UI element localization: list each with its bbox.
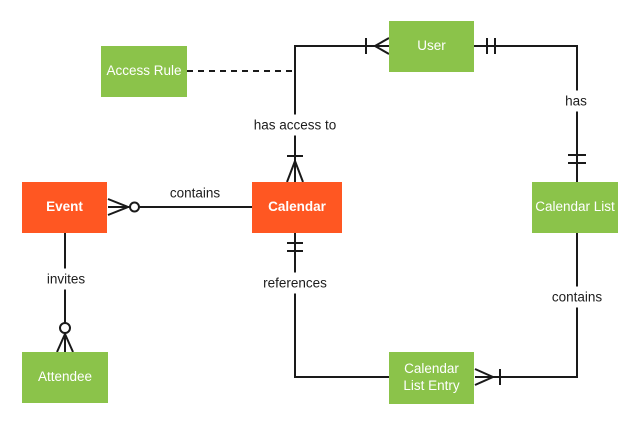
entity-access-rule-label: Access Rule: [106, 63, 182, 79]
cardinality-one-or-many-into-calendar-icon: [286, 155, 304, 183]
entity-calendar-label: Calendar: [268, 199, 326, 215]
relationship-label-invites: invites: [41, 268, 91, 290]
entity-access-rule[interactable]: Access Rule: [101, 46, 187, 97]
relationship-label-contains-event-calendar: contains: [164, 182, 226, 204]
entity-user[interactable]: User: [389, 21, 474, 72]
entity-calendar[interactable]: Calendar: [252, 182, 342, 233]
entity-calendar-list-entry[interactable]: Calendar List Entry: [389, 352, 474, 404]
entity-user-label: User: [417, 38, 446, 54]
cardinality-one-or-many-into-calendar-list-entry-icon: [474, 368, 501, 386]
cardinality-one-or-many-into-user-icon: [365, 37, 390, 55]
relationship-label-references: references: [258, 272, 332, 294]
relationship-label-has: has: [560, 90, 592, 112]
entity-attendee[interactable]: Attendee: [22, 352, 108, 403]
cardinality-zero-or-many-into-event-icon: [107, 198, 140, 216]
relationship-label-has-access-to: has access to: [248, 114, 342, 136]
link-list-entry: [475, 233, 578, 378]
entity-calendar-list[interactable]: Calendar List: [532, 182, 618, 233]
link-calendar-entry: [294, 233, 389, 378]
cardinality-zero-or-many-into-attendee-icon: [56, 322, 74, 353]
entity-event-label: Event: [46, 199, 83, 215]
relationship-label-contains-list-entry: contains: [546, 286, 608, 308]
entity-calendar-list-label: Calendar List: [535, 199, 615, 215]
entity-calendar-list-entry-label: Calendar List Entry: [403, 361, 460, 393]
entity-event[interactable]: Event: [22, 182, 107, 233]
link-user-calendar-list: [474, 45, 578, 182]
entity-attendee-label: Attendee: [37, 369, 93, 385]
cardinality-exactly-one-right-of-user-icon: [486, 38, 496, 54]
cardinality-exactly-one-into-calendar-list-icon: [568, 154, 586, 164]
link-calendar-user: [294, 45, 389, 182]
cardinality-exactly-one-below-calendar-icon: [287, 242, 303, 252]
